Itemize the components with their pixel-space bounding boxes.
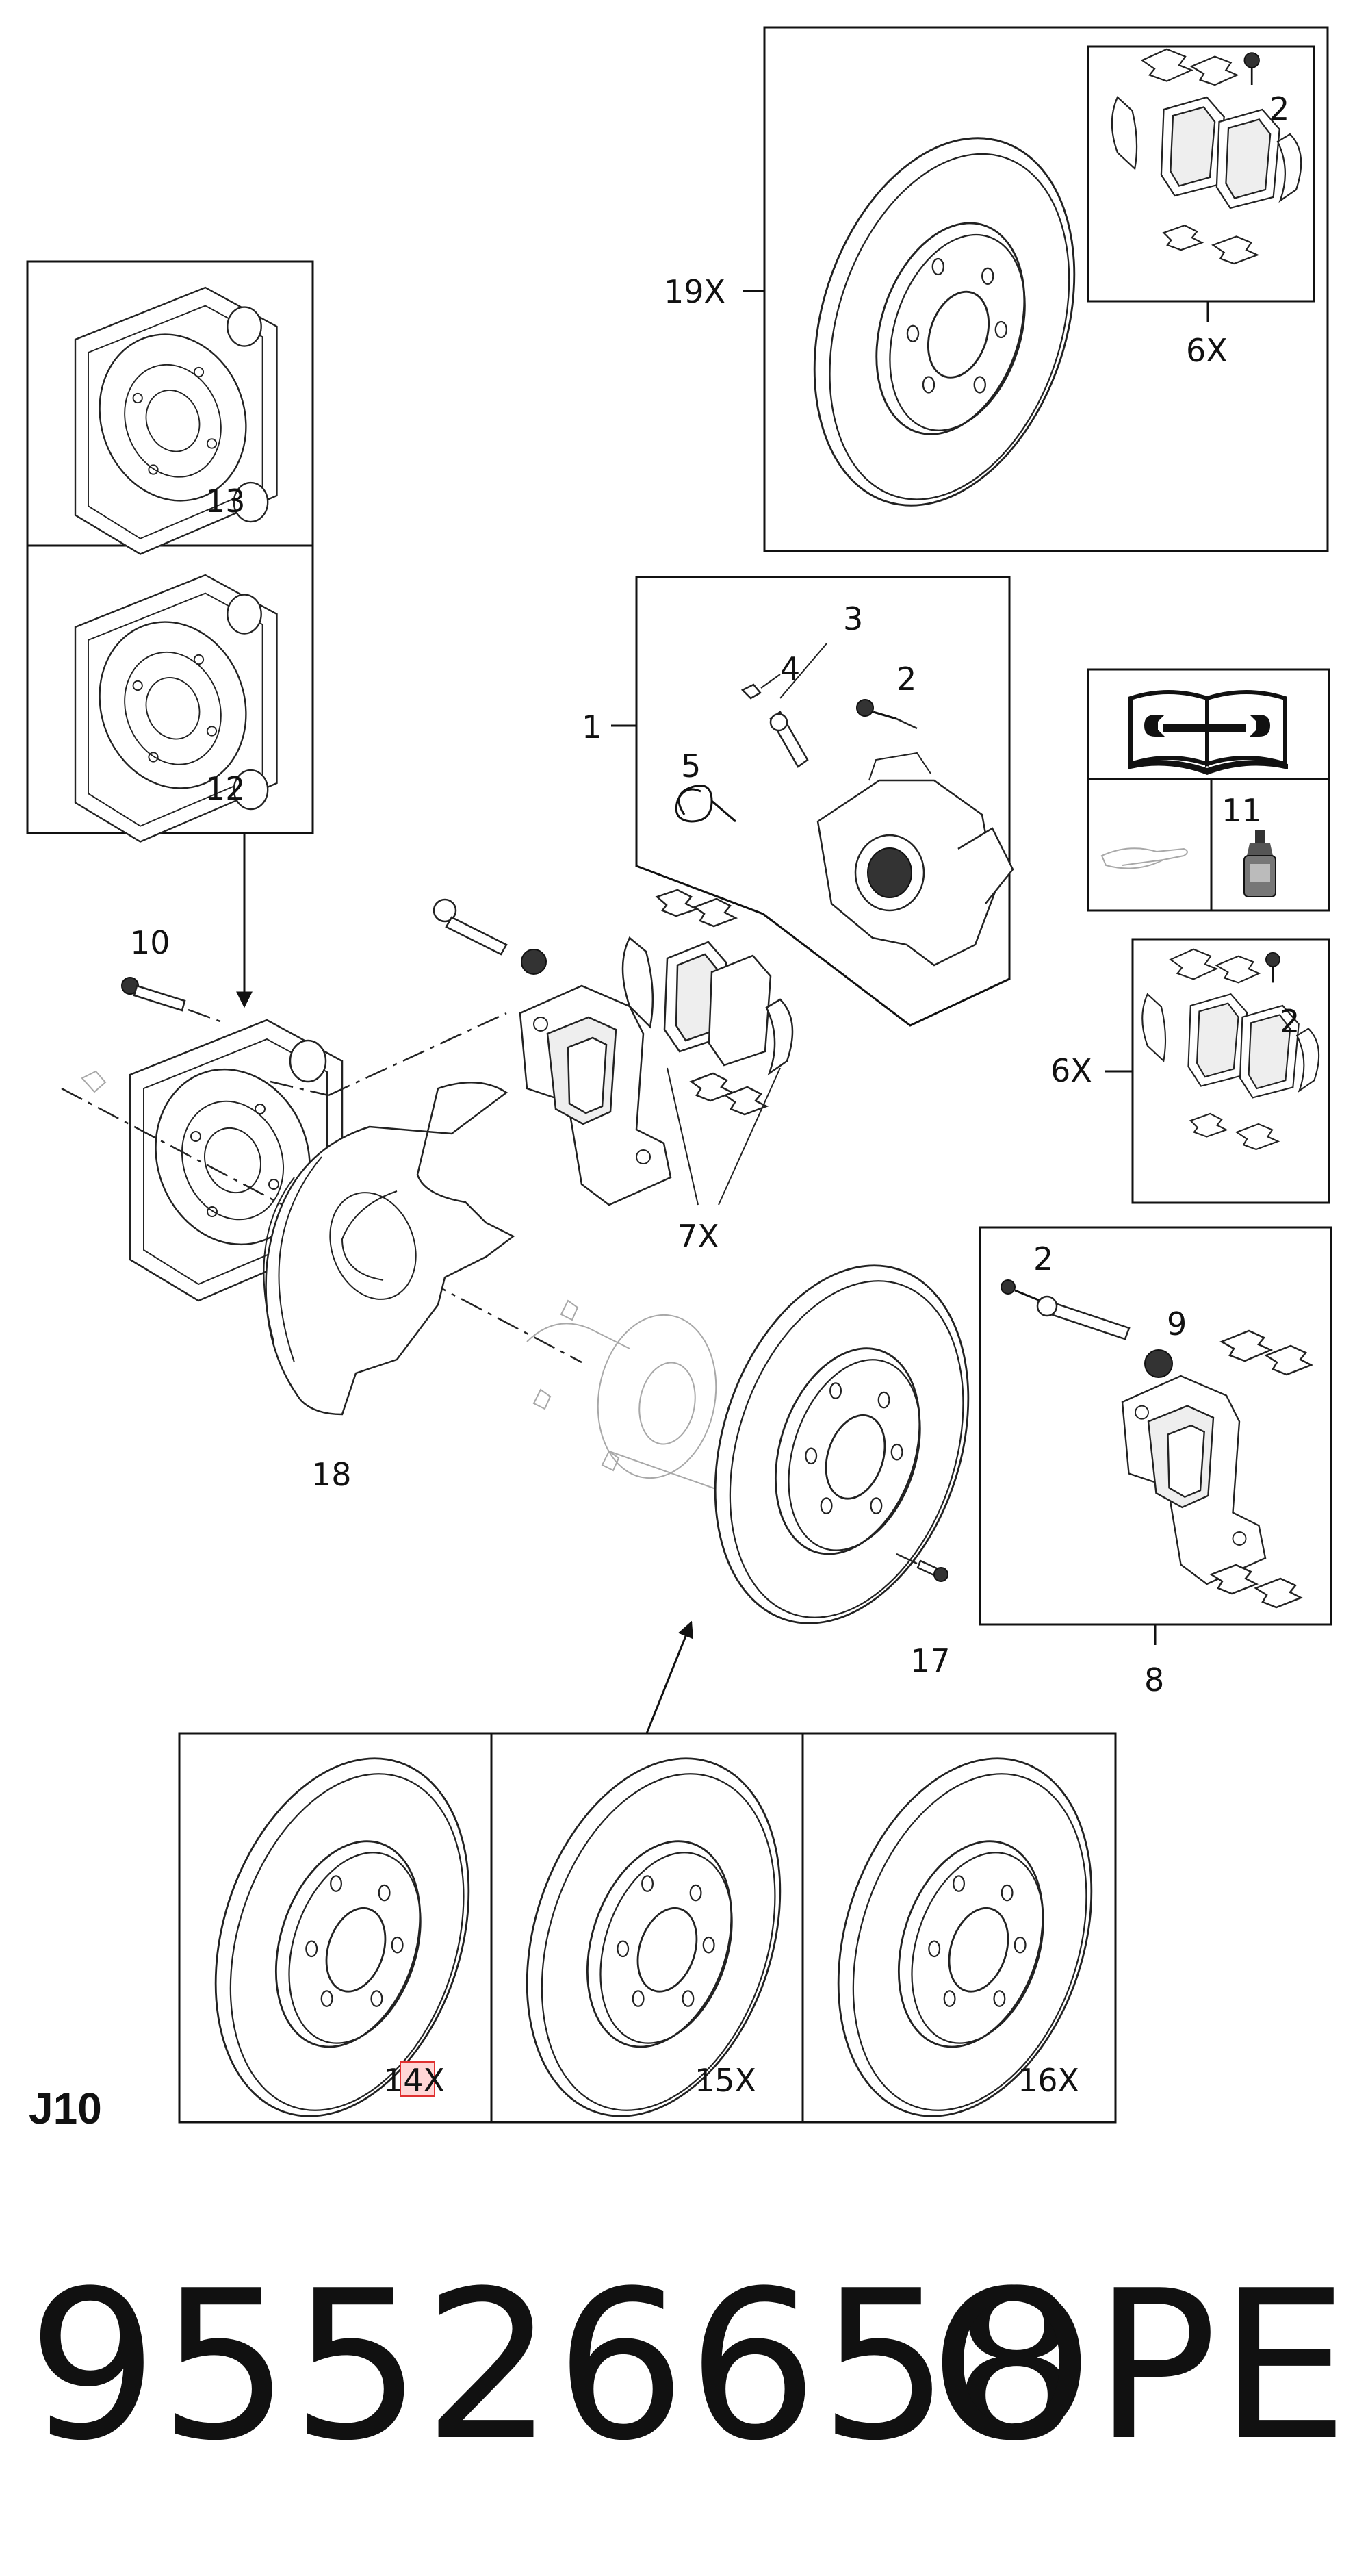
callout-14x: 14X [383,2062,445,2099]
callout-6x-middle: 6X [1050,1052,1092,1089]
disc-variants-box [171,1724,1136,2150]
brand-name: OPEL [931,2247,1355,2486]
callout-5: 5 [681,748,701,785]
disc-arrow [645,1620,694,1734]
main-assembly [61,889,1013,1657]
carrier-box [979,1226,1332,1645]
callout-18: 18 [311,1456,352,1493]
callout-17: 17 [910,1642,951,1679]
disc-kit-box [743,26,1329,552]
pad-kit-box-top [1087,45,1315,322]
callout-1: 1 [582,709,602,745]
fluid-bottle-icon [1243,830,1276,897]
service-manual-icon [1128,690,1288,775]
service-box [1087,668,1330,912]
callout-3: 3 [843,600,863,637]
sheet-code: J10 [29,2084,102,2133]
plate-box [26,260,314,843]
callout-11: 11 [1222,792,1262,829]
callout-15x: 15X [695,2062,756,2099]
callout-10: 10 [130,924,170,961]
callout-8: 8 [1144,1661,1164,1698]
callout-12: 12 [205,770,246,807]
callout-7x: 7X [678,1218,719,1255]
callout-13: 13 [205,483,246,520]
callout-6x-top: 6X [1186,332,1228,369]
callout-2-caliper: 2 [896,661,916,698]
callout-9: 9 [1167,1305,1187,1342]
callout-16x: 16X [1018,2062,1079,2099]
caliper-box [611,576,1014,1027]
callout-4: 4 [780,650,800,687]
callout-2-carrier: 2 [1033,1240,1053,1277]
callout-2-middle: 2 [1280,1003,1300,1040]
pad-kit-box-middle [1105,938,1330,1204]
grease-icon [1100,847,1188,869]
callout-19x: 19X [664,273,725,310]
part-number: 95526658 [27,2247,1083,2486]
selection-marker [400,2061,435,2097]
callout-2-top: 2 [1269,90,1289,127]
